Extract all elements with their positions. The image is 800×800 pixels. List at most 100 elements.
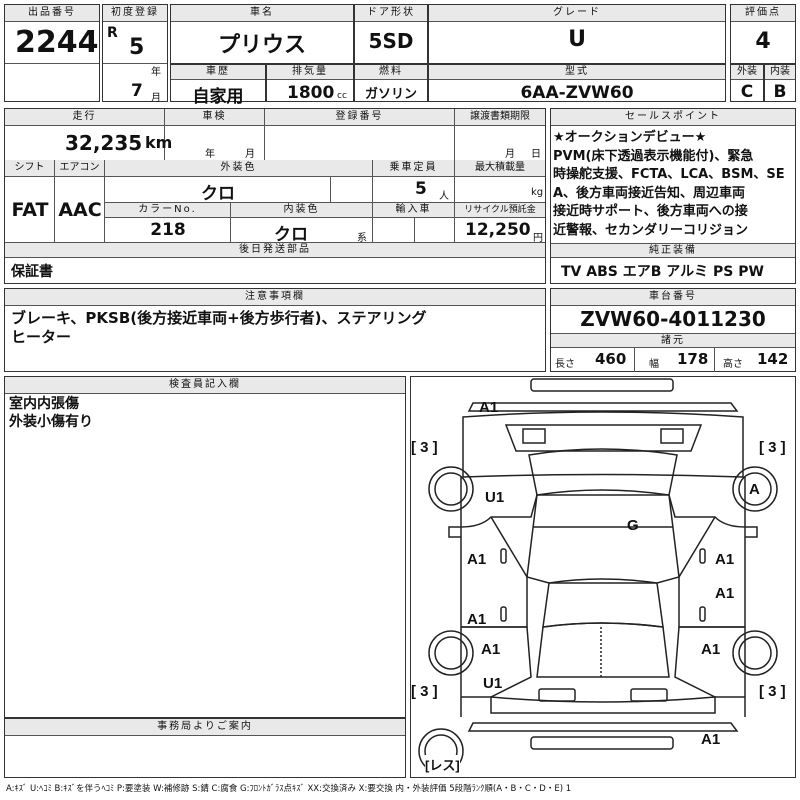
model-value: 6AA-ZVW60 (520, 83, 634, 103)
aircon-label: エアコン (55, 160, 105, 177)
damage-right-front-door: A1 (715, 551, 735, 568)
lot-number-cell: 出品番号 2244 (4, 4, 100, 102)
int-score-label: 内装 (765, 65, 795, 80)
int-score-cell: 内装 B (764, 64, 796, 102)
inspector-section: 検査員記入欄 室内内張傷 外装小傷有り (4, 376, 406, 718)
damage-left-front-door: A1 (467, 551, 487, 568)
yen-unit: 円 (533, 233, 543, 244)
km-unit: km (145, 133, 173, 152)
tire-rear-left: [ 3 ] (411, 683, 438, 700)
damage-front-bumper: A1 (479, 399, 499, 416)
capacity-label: 乗車定員 (373, 160, 455, 177)
inspection-label: 車検 (165, 109, 265, 126)
color-no-label: カラーNo. (105, 203, 231, 218)
shift-label: シフト (5, 160, 55, 177)
fuel-label: 燃料 (355, 65, 427, 80)
door-type-cell: ドア形状 5SD (354, 4, 428, 64)
cc-unit: cc (337, 91, 347, 101)
displacement-cell: 排気量 1800 cc (266, 64, 354, 103)
inspector-note: 室内内張傷 (9, 396, 79, 412)
color-no-value: 218 (150, 220, 186, 240)
history-cell: 車歴 自家用 (170, 64, 266, 107)
sales-points-label: セールスポイント (551, 109, 795, 126)
recycle-value: 12,250 (465, 220, 531, 240)
inspection-month-unit: 月 (245, 149, 255, 160)
damage-front-left-fender: U1 (485, 489, 505, 506)
chassis-section: 車台番号 ZVW60-4011230 諸元 長さ 460 幅 178 高さ 14… (550, 288, 796, 372)
office-label: 事務局よりご案内 (5, 719, 405, 736)
sales-point-line: A、後方車両接近告知、周辺車両 (553, 185, 746, 201)
equipment-label: 純正装備 (551, 243, 795, 258)
legend: A:ｷｽﾞ U:ﾍｺﾐ B:ｷｽﾞを伴うﾍｺﾐ P:要塗装 W:補修跡 S:錆 … (6, 784, 572, 794)
sales-point-line: PVM(床下透過表示機能付)、緊急 (553, 148, 754, 164)
sales-points-section: セールスポイント ★オークションデビュー★ PVM(床下透過表示機能付)、緊急 … (550, 108, 796, 284)
notes-label: 注意事項欄 (5, 289, 545, 306)
month-unit: 月 (151, 93, 161, 104)
sales-point-line: 時操舵支援、FCTA、LCA、BSM、SE (553, 167, 785, 182)
reg-no-label: 登録番号 (265, 109, 455, 126)
import-label: 輸入車 (373, 203, 455, 218)
grade-value: U (568, 27, 586, 52)
grade-label: グレード (429, 5, 725, 22)
notes-section: 注意事項欄 ブレーキ、PKSB(後方接近車両+後方歩行者)、ステアリング ヒータ… (4, 288, 546, 372)
vehicle-info-section: 走行 車検 登録番号 譲渡書類期限 32,235 km 年 月 月 日 シフト … (4, 108, 546, 284)
displacement-label: 排気量 (267, 65, 353, 80)
car-name-label: 車名 (171, 5, 353, 22)
header-section: 出品番号 2244 初度登録 R 5 年 7 月 車名 プリウス ドア形状 5S… (4, 4, 796, 107)
model-cell: 型式 6AA-ZVW60 (428, 64, 726, 103)
lot-number-value: 2244 (15, 25, 99, 60)
tire-front-right: [ 3 ] (759, 439, 786, 456)
tire-front-left: [ 3 ] (411, 439, 438, 456)
deadline-day-unit: 日 (531, 149, 541, 160)
width-value: 178 (677, 350, 709, 368)
later-parts-value: 保証書 (11, 264, 53, 280)
year-unit: 年 (151, 67, 161, 78)
mileage-label: 走行 (5, 109, 165, 126)
spare-tire-label: [レス] (425, 755, 460, 774)
inspector-label: 検査員記入欄 (5, 377, 405, 394)
damage-left-rear-wheel: A1 (481, 641, 501, 658)
sales-point-line: ★オークションデビュー★ (553, 130, 707, 145)
height-value: 142 (757, 350, 789, 368)
score-label: 評価点 (731, 5, 795, 22)
tire-rear-right: [ 3 ] (759, 683, 786, 700)
shift-value: FAT (11, 199, 49, 221)
reg-year-value: 5 (129, 35, 145, 60)
kg-unit: kg (531, 187, 544, 198)
office-section: 事務局よりご案内 (4, 718, 406, 778)
first-registration-label: 初度登録 (103, 5, 167, 22)
inspection-year-unit: 年 (205, 149, 215, 160)
ext-color-value: クロ (201, 184, 235, 204)
int-score-value: B (773, 82, 787, 102)
length-unit: 長さ (555, 359, 575, 370)
recycle-label: リサイクル預託金 (455, 203, 545, 218)
era-value: R (107, 25, 118, 41)
score-value: 4 (755, 29, 771, 54)
chassis-value: ZVW60-4011230 (580, 307, 766, 331)
door-type-label: ドア形状 (355, 5, 427, 22)
ext-score-value: C (740, 82, 754, 102)
deadline-month-unit: 月 (505, 149, 515, 160)
transfer-deadline-label: 譲渡書類期限 (455, 109, 545, 126)
length-value: 460 (595, 350, 627, 368)
specs-label: 諸元 (551, 333, 795, 348)
max-load-label: 最大積載量 (455, 160, 545, 177)
kei-unit: 系 (357, 233, 367, 244)
mileage-value: 32,235 (65, 131, 143, 155)
door-type-value: 5SD (368, 29, 414, 53)
sales-point-line: 接近時サポート、後方車両への接 (553, 204, 748, 219)
car-name-cell: 車名 プリウス (170, 4, 354, 64)
reg-month-value: 7 (131, 81, 143, 101)
capacity-value: 5 (415, 179, 427, 199)
int-color-label: 内装色 (231, 203, 373, 218)
car-outline (418, 378, 778, 774)
fuel-value: ガソリン (364, 87, 417, 102)
damage-left-rear-fender: U1 (483, 675, 503, 692)
displacement-value: 1800 (287, 83, 335, 103)
history-value: 自家用 (192, 87, 244, 107)
grade-cell: グレード U (428, 4, 726, 64)
ext-color-label: 外装色 (105, 160, 373, 177)
first-registration-cell: 初度登録 R 5 年 7 月 (102, 4, 168, 104)
int-color-value: クロ (274, 225, 308, 245)
aircon-value: AAC (58, 199, 102, 221)
